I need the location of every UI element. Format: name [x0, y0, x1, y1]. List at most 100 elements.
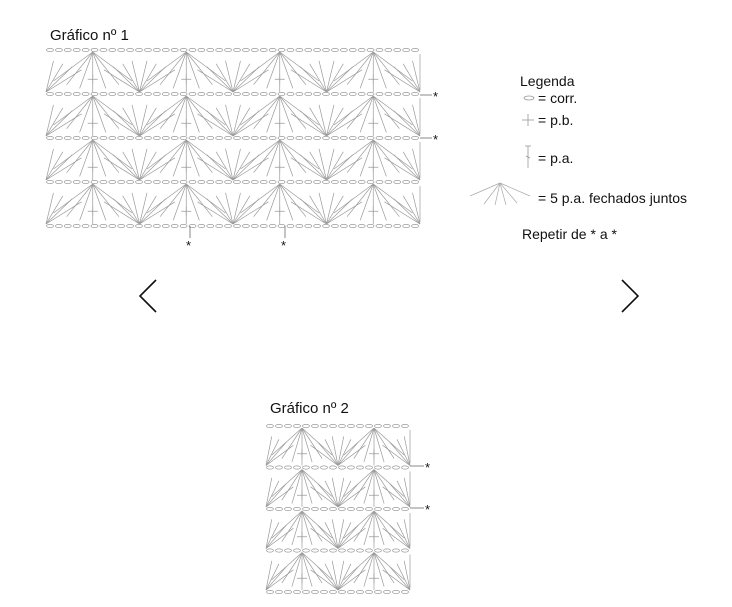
chevron-left-icon[interactable] — [136, 278, 160, 314]
chain-stitch — [233, 180, 241, 184]
chain-stitch — [55, 92, 63, 96]
shell-stitch — [45, 104, 54, 137]
fan-cluster — [232, 183, 327, 225]
cluster-stitch — [92, 95, 120, 129]
shell-stitch — [300, 154, 327, 181]
chain-stitch — [411, 48, 419, 52]
cluster-stitch — [185, 51, 200, 89]
chain-stitch — [250, 180, 259, 184]
cluster-stitch — [373, 427, 395, 459]
shell-stitch — [45, 69, 82, 93]
cluster-stitch — [301, 469, 323, 501]
cluster-stitch — [353, 510, 375, 542]
cluster-stitch — [373, 510, 405, 539]
cluster-stitch — [301, 469, 333, 497]
chain-stitch — [383, 465, 391, 470]
chain-stitch — [411, 180, 419, 184]
plus-icon — [522, 114, 534, 126]
chain-stitch — [284, 507, 292, 511]
shell-stitch — [265, 528, 294, 549]
chain-stitch — [347, 465, 355, 470]
chain-stitch — [338, 465, 346, 470]
cluster-stitch — [185, 183, 213, 217]
chain-stitch — [340, 224, 348, 228]
chain-stitch — [63, 136, 72, 140]
cluster-stitch — [359, 51, 374, 89]
chain-stitch — [375, 224, 384, 228]
chain-stitch — [135, 48, 143, 52]
cluster-stitch — [279, 183, 307, 217]
shell-stitch — [382, 486, 411, 508]
chain-stitch — [313, 180, 321, 184]
cluster-stitch — [359, 139, 374, 177]
cluster-stitch — [353, 469, 375, 501]
fan-cluster — [45, 183, 140, 225]
cluster-stitch — [301, 427, 323, 459]
shell-stitch — [317, 442, 339, 466]
cluster-stitch — [281, 469, 303, 501]
cluster-stitch — [279, 51, 320, 82]
repeat-asterisk: * — [425, 502, 430, 517]
shell-stitch — [45, 66, 73, 93]
chain-stitch — [161, 180, 170, 184]
chain-stitch — [295, 48, 304, 52]
single-crochet — [368, 162, 379, 173]
chain-stitch — [311, 424, 319, 428]
chain-stitch — [295, 180, 304, 184]
chain-stitch — [242, 48, 250, 52]
chain-stitch — [188, 92, 197, 96]
cluster-stitch — [363, 427, 375, 463]
shell-stitch — [139, 113, 176, 137]
chain-stitch — [331, 180, 339, 184]
chain-stitch — [320, 465, 328, 470]
shell-stitch — [337, 522, 352, 549]
chain-stitch — [108, 180, 117, 184]
cluster-stitch — [343, 552, 375, 580]
fan-cluster — [139, 183, 234, 225]
legend-corr: = corr. — [538, 90, 578, 106]
cluster-stitch — [92, 95, 107, 133]
single-crochet — [368, 118, 379, 129]
legend-fan: = 5 p.a. fechados juntos — [538, 190, 688, 206]
chain-stitch — [313, 136, 321, 140]
shell-stitch — [139, 201, 176, 225]
chain-stitch — [153, 48, 161, 52]
shell-stitch — [103, 201, 140, 225]
fan-cluster — [139, 95, 234, 137]
chain-stitch — [90, 92, 99, 96]
chain-stitch — [108, 92, 117, 96]
shell-stitch — [337, 436, 345, 466]
shell-stitch — [225, 104, 234, 137]
shell-stitch — [103, 113, 140, 137]
shell-stitch — [309, 107, 327, 137]
cluster-stitch — [185, 139, 213, 173]
cluster-stitch — [333, 139, 374, 170]
chain-stitch — [393, 180, 402, 184]
chain-stitch — [99, 92, 108, 96]
shell-stitch — [265, 486, 294, 508]
cluster-stitch — [79, 139, 94, 177]
shell-stitch — [232, 157, 269, 181]
shell-stitch — [310, 528, 339, 549]
chain-stitch — [411, 136, 419, 140]
cluster-stitch — [301, 427, 313, 463]
chain-stitch — [153, 180, 161, 184]
shell-stitch — [103, 69, 140, 93]
chain-stitch — [284, 465, 292, 470]
shell-stitch — [265, 522, 280, 549]
chain-stitch — [331, 92, 339, 96]
shell-stitch — [326, 60, 335, 93]
chain-stitch — [266, 548, 274, 553]
cluster-stitch — [373, 469, 385, 504]
chain-stitch — [135, 180, 143, 184]
chain-stitch — [348, 180, 357, 184]
shell-stitch — [265, 563, 280, 591]
shell-stitch — [396, 522, 411, 549]
legend-pb: = p.b. — [538, 112, 574, 128]
chevron-right-icon[interactable] — [618, 278, 642, 314]
chain-stitch — [340, 48, 348, 52]
chain-stitch — [268, 224, 277, 228]
fan-cluster-icon — [469, 182, 531, 206]
cluster-stitch — [373, 95, 413, 126]
shell-stitch — [232, 107, 251, 137]
